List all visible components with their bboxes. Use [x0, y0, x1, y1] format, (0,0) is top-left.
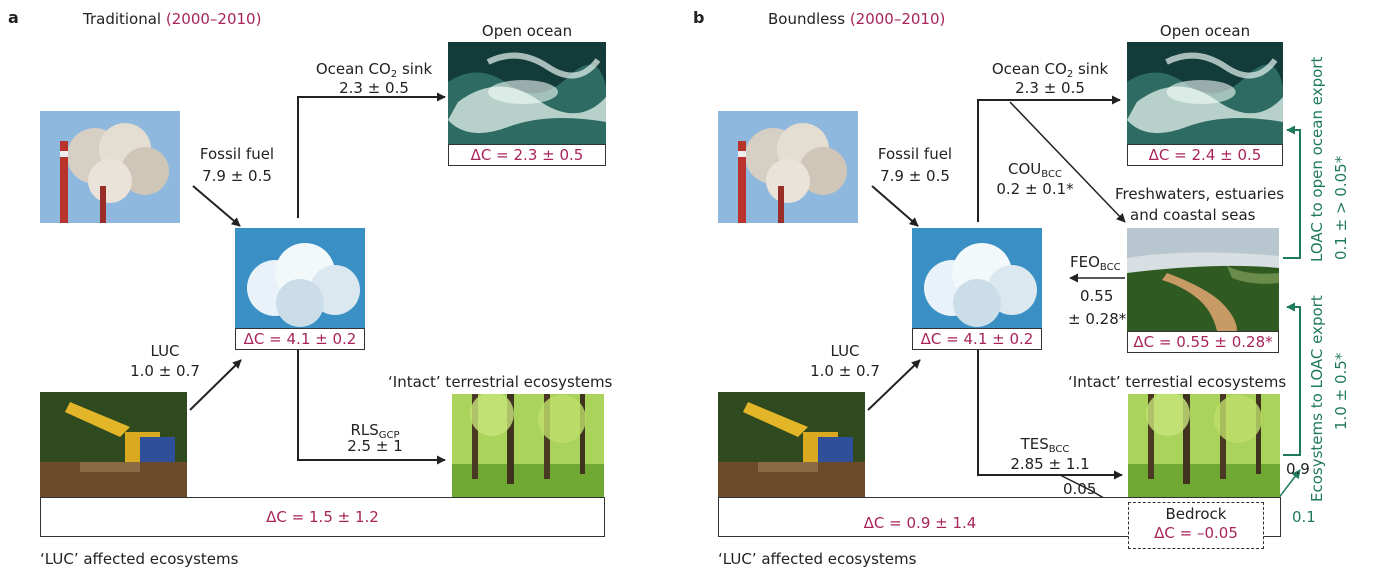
panel-b-title: Boundless (2000–2010) — [768, 10, 945, 28]
panel-a-luc-image — [40, 392, 187, 497]
panel-a-luc-affected-label: ‘LUC’ affected ecosystems — [40, 550, 239, 568]
panel-b-luc-value: 1.0 ± 0.7 — [810, 362, 880, 380]
arrow-b-ocean-sink — [977, 95, 1121, 222]
arrow-b-fossil — [871, 185, 919, 227]
panel-b-luc-image — [718, 392, 865, 497]
panel-b-atmosphere-image — [912, 228, 1042, 328]
panel-a-letter: a — [8, 8, 19, 27]
panel-b-ocean-sink-label: Ocean CO2 sink — [991, 60, 1109, 80]
panel-a-ocean-image — [448, 42, 606, 144]
panel-a-luc-label: LUC — [150, 342, 180, 360]
panel-b-forest-image — [1128, 394, 1280, 497]
panel-b-letter: b — [693, 8, 705, 27]
panel-b-cou-label: COUBCC — [1008, 160, 1062, 180]
panel-b-feo-label: FEOBCC — [1070, 253, 1121, 273]
panel-b-title-text: Boundless — [768, 10, 846, 28]
panel-b-tes-label: TESBCC — [1020, 435, 1070, 455]
panel-b-bedrock-label: Bedrock — [1165, 505, 1227, 523]
panel-b-atmosphere-delta: ΔC = 4.1 ± 0.2 — [912, 328, 1042, 350]
panel-b-feo-value-1: 0.55 — [1080, 287, 1114, 305]
arrow-a-ocean-sink — [297, 92, 446, 218]
panel-b-export-eco-label: Ecosystems to LOAC export — [1308, 295, 1326, 502]
panel-a-luc-value: 1.0 ± 0.7 — [130, 362, 200, 380]
panel-a-luc-ecosystem-box — [40, 497, 605, 537]
panel-a-ocean-sink-label: Ocean CO2 sink — [315, 60, 433, 80]
panel-a-fossil-label: Fossil fuel — [199, 145, 275, 163]
panel-a-rls-value: 2.5 ± 1 — [347, 437, 403, 455]
arrow-a-rls — [297, 350, 446, 465]
panel-b-luc-delta: ΔC = 0.9 ± 1.4 — [863, 514, 977, 532]
panel-a-ocean-sink-value: 2.3 ± 0.5 — [339, 79, 409, 97]
arrow-a-fossil — [192, 185, 241, 227]
panel-b-ocean-sink-value: 2.3 ± 0.5 — [1015, 79, 1085, 97]
panel-b-freshwater-image — [1127, 228, 1279, 331]
panel-a-title-text: Traditional — [83, 10, 162, 28]
panel-a-open-ocean-label: Open ocean — [481, 22, 573, 40]
panel-a-atmosphere-image — [235, 228, 365, 328]
panel-b-bedrock-delta: ΔC = –0.05 — [1154, 524, 1238, 542]
panel-b-bedrock-box — [1128, 502, 1264, 549]
panel-b-export-ocean-value: 0.1 ± > 0.05* — [1332, 155, 1350, 260]
arrow-b-luc — [867, 359, 921, 411]
panel-a-fossil-value: 7.9 ± 0.5 — [202, 167, 272, 185]
panel-a-fossil-image — [40, 111, 180, 223]
panel-b-flux-09: 0.9 — [1286, 460, 1310, 478]
panel-b-feo-value-2: ± 0.28* — [1068, 310, 1127, 328]
panel-a-title: Traditional (2000–2010) — [83, 10, 261, 28]
panel-a-luc-delta: ΔC = 1.5 ± 1.2 — [266, 508, 379, 526]
panel-b-freshwater-label-2: and coastal seas — [1130, 206, 1256, 224]
panel-a-forest-image — [452, 394, 604, 497]
panel-b-fossil-value: 7.9 ± 0.5 — [880, 167, 950, 185]
panel-b-freshwater-delta: ΔC = 0.55 ± 0.28* — [1127, 331, 1279, 353]
panel-b-flux-01: 0.1 — [1292, 508, 1316, 526]
panel-a-rls-label: RLSGCP — [350, 421, 400, 441]
panel-a-atmosphere-delta: ΔC = 4.1 ± 0.2 — [235, 328, 365, 350]
panel-b-fossil-label: Fossil fuel — [877, 145, 953, 163]
arrow-b-tes — [977, 350, 1123, 480]
panel-b-open-ocean-delta: ΔC = 2.4 ± 0.5 — [1127, 144, 1283, 166]
panel-b-ocean-image — [1127, 42, 1283, 144]
panel-b-export-eco-value: 1.0 ± 0.5* — [1332, 352, 1350, 430]
arrow-b-eco-loac — [1283, 302, 1301, 456]
panel-b-title-period: (2000–2010) — [849, 10, 946, 28]
arrow-b-cou — [1009, 101, 1126, 223]
panel-b-cou-value: 0.2 ± 0.1* — [996, 180, 1074, 198]
panel-b-intact-label: ‘Intact’ terrestial ecosystems — [1068, 373, 1287, 391]
panel-b-open-ocean-label: Open ocean — [1159, 22, 1251, 40]
panel-b-fossil-image — [718, 111, 858, 223]
panel-a-title-period: (2000–2010) — [165, 10, 262, 28]
panel-b-bedrock-flux: 0.05 — [1063, 480, 1097, 498]
panel-b-luc-affected-label: ‘LUC’ affected ecosystems — [718, 550, 917, 568]
arrow-b-loac-ocean — [1283, 125, 1301, 259]
panel-b-luc-label: LUC — [830, 342, 860, 360]
arrow-a-luc — [189, 359, 242, 411]
panel-a-intact-label: ‘Intact’ terrestrial ecosystems — [388, 373, 613, 391]
panel-b-tes-value: 2.85 ± 1.1 — [1010, 455, 1090, 473]
panel-b-export-ocean-label: LOAC to open ocean export — [1308, 56, 1326, 262]
panel-b-freshwater-label-1: Freshwaters, estuaries — [1115, 185, 1285, 203]
panel-a-open-ocean-delta: ΔC = 2.3 ± 0.5 — [448, 144, 606, 166]
